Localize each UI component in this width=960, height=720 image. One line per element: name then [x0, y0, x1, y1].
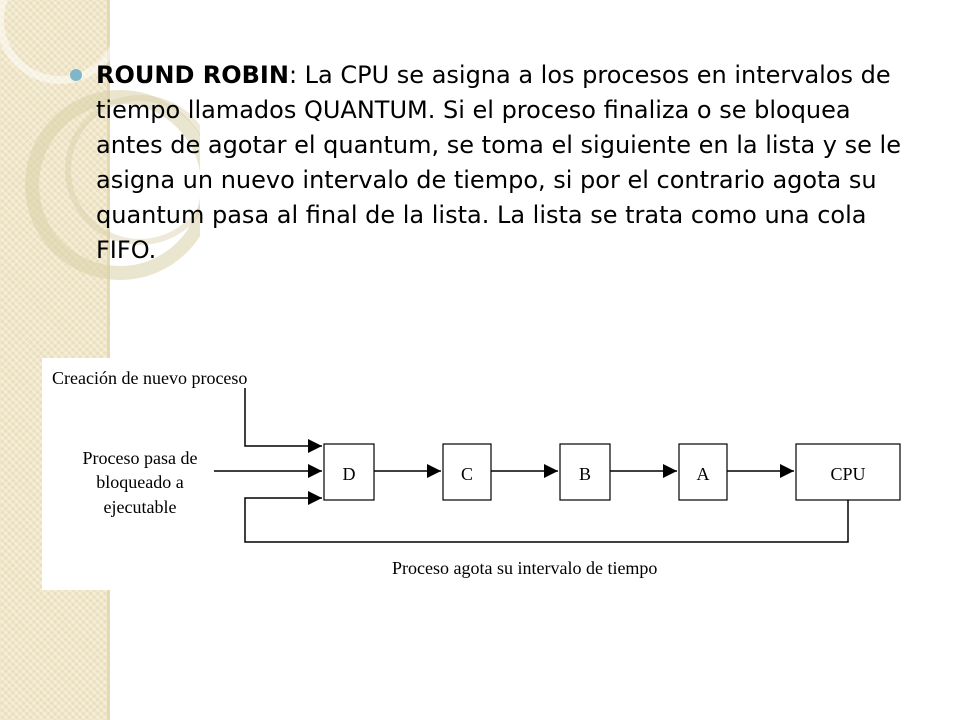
- label-new-process: Creación de nuevo proceso: [52, 368, 247, 388]
- arrow-new-process: [244, 388, 322, 453]
- bullet-body: La CPU se asigna a los procesos en inter…: [96, 61, 901, 264]
- queue-label-c: C: [461, 464, 473, 484]
- label-unblocked-line-3: ejecutable: [104, 497, 177, 517]
- queue-label-d: D: [343, 464, 356, 484]
- label-unblocked-line-1: Proceso pasa de: [83, 448, 198, 468]
- queue-label-a: A: [697, 464, 710, 484]
- queue-box-c: [442, 443, 492, 501]
- bullet-dot: [70, 69, 82, 81]
- deco-ring-inner: [65, 95, 200, 245]
- label-quantum-expired: Proceso agota su intervalo de tiempo: [392, 558, 657, 578]
- bullet-title: ROUND ROBIN: [96, 61, 289, 89]
- queue-box-d: [323, 443, 375, 501]
- queue-box-b: [559, 443, 611, 501]
- deco-ring-top: [0, 0, 124, 84]
- deco-ring-outer: [25, 90, 200, 280]
- decorative-rings: [0, 0, 200, 280]
- queue-box-a: [678, 443, 728, 501]
- queue-label-b: B: [579, 464, 591, 484]
- cpu-box: [795, 443, 901, 501]
- bullet-separator: :: [288, 61, 305, 89]
- round-robin-diagram: Creación de nuevo proceso Proceso pasa d…: [52, 368, 901, 578]
- bullet-paragraph: ROUND ROBIN: La CPU se asigna a los proc…: [96, 58, 911, 268]
- label-unblocked-line-2: bloqueado a: [96, 472, 183, 492]
- arrow-quantum-expired: [244, 491, 849, 543]
- cpu-label: CPU: [830, 464, 865, 484]
